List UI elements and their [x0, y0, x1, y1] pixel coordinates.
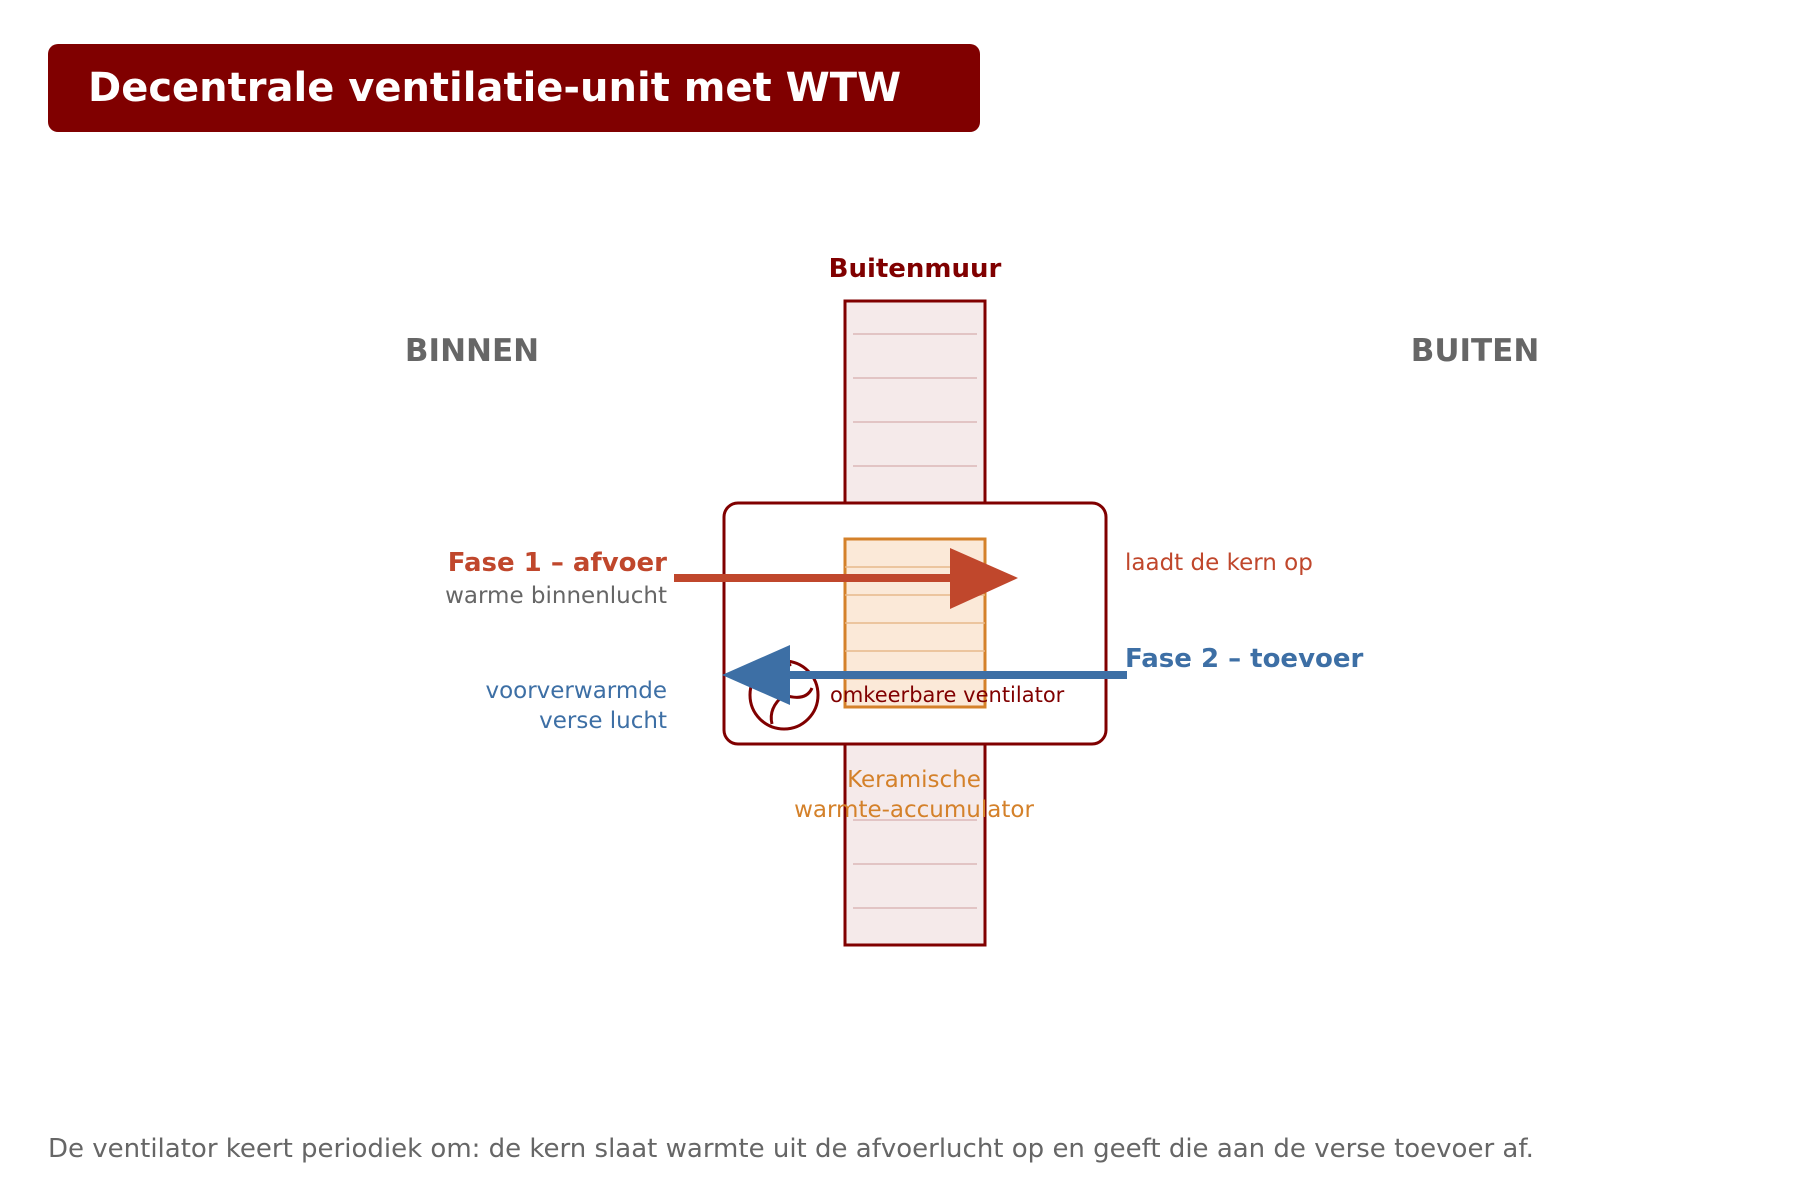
phase1-effect: laadt de kern op [1125, 550, 1313, 576]
wall-courses [853, 333, 977, 909]
diagram-caption: De ventilator keert periodiek om: de ker… [48, 1134, 1534, 1164]
page-title: Decentrale ventilatie-unit met WTW [88, 65, 902, 111]
title-banner: Decentrale ventilatie-unit met WTW [48, 44, 980, 132]
inside-label: BINNEN [405, 333, 539, 369]
phase2-result-line1: voorverwarmde [485, 678, 667, 704]
core-label-line1: Keramische [847, 767, 981, 793]
core-label-line2: warmte-accumulator [794, 797, 1034, 823]
fan-label: omkeerbare ventilator [830, 683, 1065, 707]
phase1-title: Fase 1 – afvoer [448, 548, 667, 578]
phase2-title: Fase 2 – toevoer [1125, 644, 1364, 674]
supply-arrow [722, 645, 1127, 705]
phase2-result-line2: verse lucht [539, 708, 667, 734]
exhaust-arrow [674, 548, 1018, 609]
wall-label: Buitenmuur [829, 254, 1002, 284]
phase1-subtitle: warme binnenlucht [445, 583, 667, 609]
outside-label: BUITEN [1411, 333, 1540, 369]
